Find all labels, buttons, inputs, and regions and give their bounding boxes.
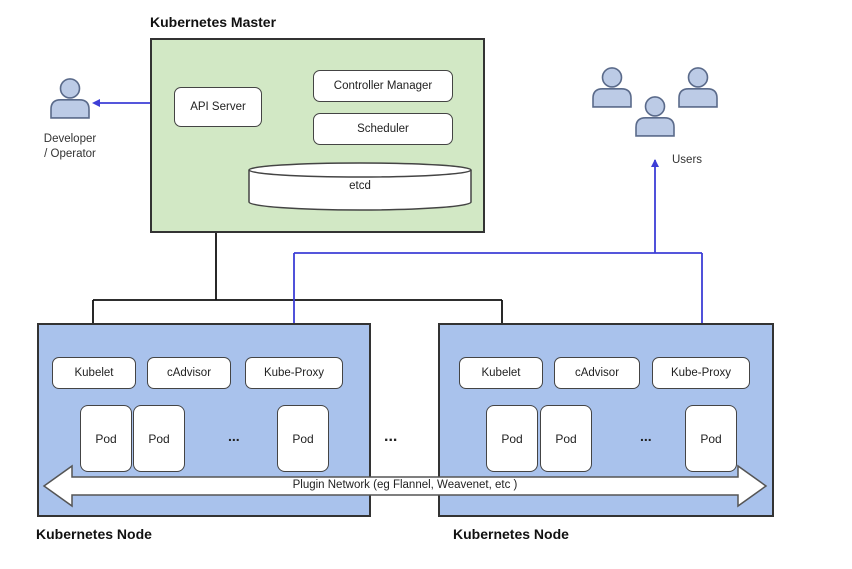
developer-icon-head xyxy=(59,78,81,99)
api-server-box: API Server xyxy=(174,87,262,127)
user-icon-left-head xyxy=(601,67,623,88)
node2-pod-ellipsis: ... xyxy=(640,428,652,444)
developer-icon-body xyxy=(50,99,90,119)
node1-title: Kubernetes Node xyxy=(36,526,152,542)
developer-icon xyxy=(50,78,90,119)
master-title: Kubernetes Master xyxy=(150,14,277,30)
plugin-network-arrow xyxy=(42,464,768,508)
etcd-cylinder xyxy=(248,162,472,211)
user-icon-left-body xyxy=(592,88,632,108)
node2-title: Kubernetes Node xyxy=(453,526,569,542)
user-icon-left xyxy=(592,67,632,108)
user-icon-right-body xyxy=(678,88,718,108)
controller-manager-box: Controller Manager xyxy=(313,70,453,102)
between-nodes-ellipsis: ... xyxy=(384,428,398,445)
developer-api-arrowhead-left xyxy=(92,99,100,107)
node2-pod-3: Pod xyxy=(685,405,737,472)
node2-kube-proxy-box: Kube-Proxy xyxy=(652,357,750,389)
etcd-label: etcd xyxy=(349,180,371,192)
node2-pod-2: Pod xyxy=(540,405,592,472)
node1-kube-proxy-box: Kube-Proxy xyxy=(245,357,343,389)
users-label: Users xyxy=(672,154,703,166)
node1-pod-3: Pod xyxy=(277,405,329,472)
scheduler-box: Scheduler xyxy=(313,113,453,145)
node1-kubelet-box: Kubelet xyxy=(52,357,136,389)
developer-label-line2: / Operator xyxy=(44,148,96,160)
developer-label: Developer / Operator xyxy=(30,132,110,162)
node2-pod-1: Pod xyxy=(486,405,538,472)
plugin-network-label: Plugin Network (eg Flannel, Weavenet, et… xyxy=(292,479,518,491)
node1-pod-1: Pod xyxy=(80,405,132,472)
node2-kubelet-box: Kubelet xyxy=(459,357,543,389)
user-icon-right xyxy=(678,67,718,108)
user-icon-right-head xyxy=(687,67,709,88)
node1-cadvisor-box: cAdvisor xyxy=(147,357,231,389)
node1-pod-2: Pod xyxy=(133,405,185,472)
user-icon-center-head xyxy=(644,96,666,117)
node1-pod-ellipsis: ... xyxy=(228,428,240,444)
user-icon-center-body xyxy=(635,117,675,137)
developer-label-line1: Developer xyxy=(43,133,97,145)
node2-cadvisor-box: cAdvisor xyxy=(554,357,640,389)
user-icon-center xyxy=(635,96,675,137)
